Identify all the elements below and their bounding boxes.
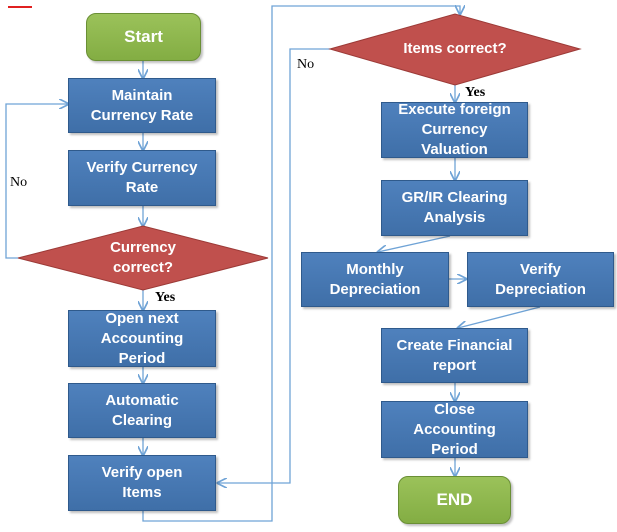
open-next-accounting-period-step: Open next Accounting Period <box>68 310 216 367</box>
red-header-mark <box>8 6 32 8</box>
arrow-verifyopen-to-items <box>142 6 460 522</box>
decision-currency-correct-shape <box>17 225 269 291</box>
monthly-depreciation-step: Monthly Depreciation <box>301 252 449 307</box>
arrow-verifydep-to-report <box>458 306 541 328</box>
no-label-items: No <box>297 57 315 72</box>
arrow-no-loop-left <box>5 104 68 259</box>
verify-open-items-step: Verify open Items <box>68 455 216 511</box>
start-terminal: Start <box>86 13 201 61</box>
maintain-currency-rate-step: Maintain Currency Rate <box>68 78 216 133</box>
arrow-items-no-loop <box>218 48 330 483</box>
yes-label-currency: Yes <box>155 290 176 305</box>
decision-items-correct-label: Items correct? <box>403 40 507 57</box>
no-label-currency: No <box>10 175 28 190</box>
end-terminal: END <box>398 476 511 524</box>
automatic-clearing-step: Automatic Clearing <box>68 383 216 438</box>
arrow-grir-to-monthly <box>378 235 451 252</box>
decision-currency-correct-label: Currency correct? <box>110 239 176 276</box>
execute-foreign-currency-valuation-step: Execute foreign Currency Valuation <box>381 101 528 158</box>
verify-depreciation-step: Verify Depreciation <box>467 252 614 307</box>
create-financial-report-step: Create Financial report <box>381 328 528 383</box>
decision-items-correct-shape <box>328 13 582 86</box>
grir-clearing-analysis-step: GR/IR Clearing Analysis <box>381 180 528 236</box>
verify-currency-rate-step: Verify Currency Rate <box>68 150 216 206</box>
yes-label-items: Yes <box>465 85 486 100</box>
close-accounting-period-step: Close Accounting Period <box>381 401 528 458</box>
